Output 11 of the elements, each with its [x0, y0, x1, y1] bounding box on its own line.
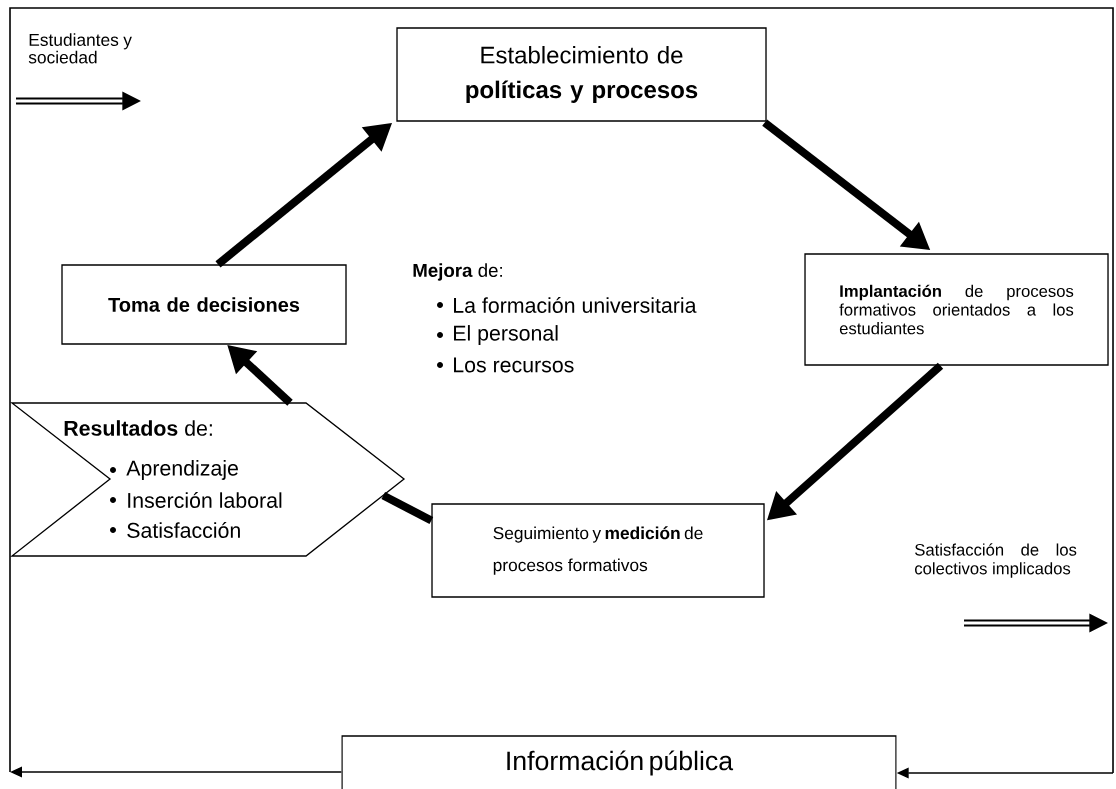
label-text: Mejora de:	[413, 263, 502, 281]
process-box: Seguimiento y medición de procesos formativos	[431, 503, 765, 598]
bullet-item: La formación universitaria	[437, 297, 697, 313]
bullet-item: Los recursos	[437, 357, 574, 373]
process-box: Establecimiento de políticas y procesos	[396, 27, 767, 122]
process-box: Toma de decisiones	[61, 264, 347, 345]
label-text: Estudiantes y sociedad	[28, 33, 132, 64]
process-box: Implantación de procesos formativos orientados a los estudiantes	[804, 253, 1109, 366]
bullet-item: El personal	[437, 325, 558, 345]
label-text: Satisfacción de los colectivos implicados	[915, 543, 1077, 578]
process-box: Información pública	[341, 735, 897, 789]
